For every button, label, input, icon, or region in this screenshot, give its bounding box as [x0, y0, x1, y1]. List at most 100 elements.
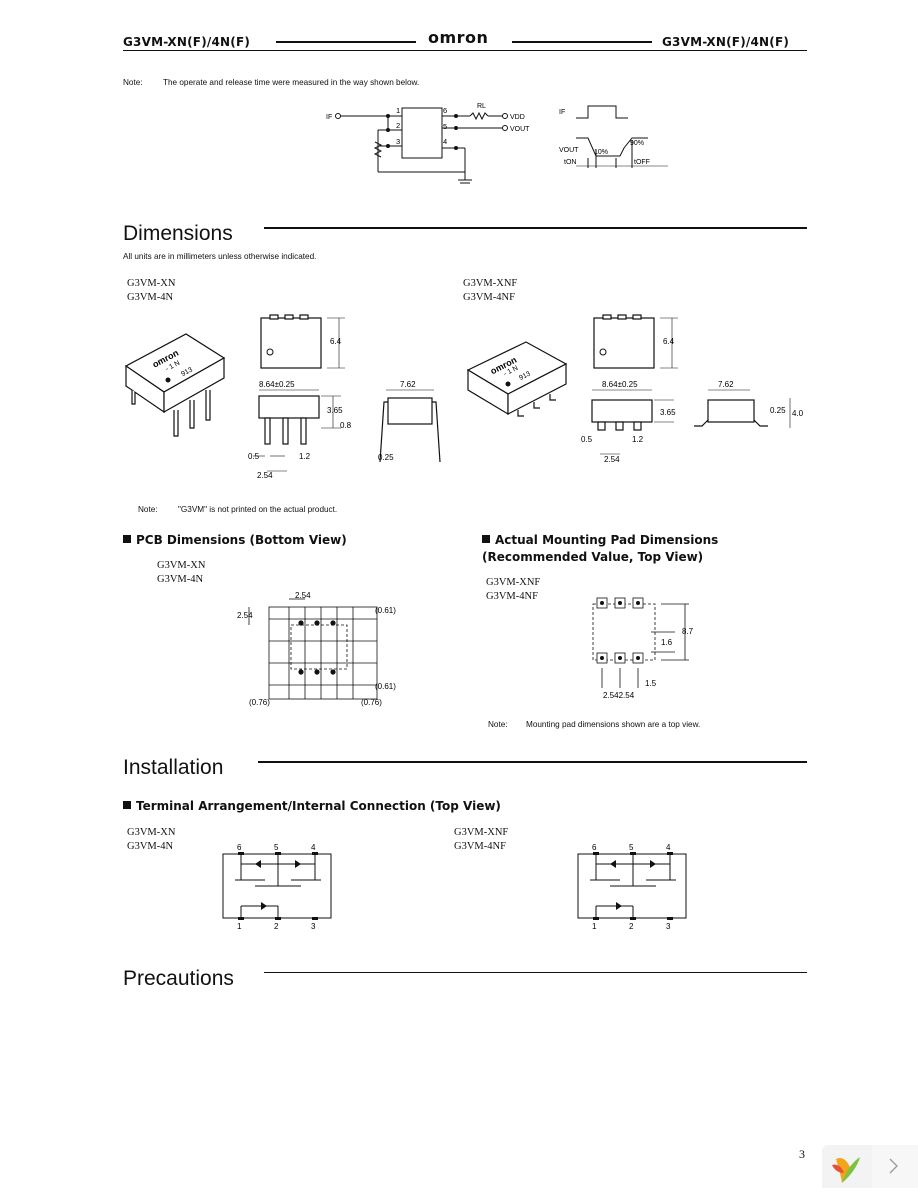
pads-model-2: G3VM-4NF — [486, 591, 538, 602]
inst-right-pin-5: 5 — [629, 843, 634, 852]
inst-right-model-1: G3VM-XNF — [454, 827, 509, 838]
inst-right-pin-6: 6 — [592, 843, 597, 852]
timing-10pct: 10% — [594, 149, 608, 156]
timing-ton-label: tON — [564, 159, 576, 166]
internal-connection-right: 6 5 4 1 2 3 — [577, 843, 687, 931]
inst-left-pin-4: 4 — [311, 843, 316, 852]
smd-top-height: 6.4 — [663, 337, 675, 346]
inst-left-model-2: G3VM-4N — [127, 841, 174, 852]
next-page-button[interactable] — [872, 1145, 918, 1188]
smd-height-side: 3.65 — [660, 408, 676, 417]
circuit-pin-3: 3 — [396, 137, 400, 146]
viewer-logo-button[interactable] — [822, 1145, 872, 1188]
pads-title: Actual Mounting Pad Dimensions — [482, 533, 718, 547]
package-3d-smd: omron - 1 N 913 — [466, 341, 568, 417]
timing-vout-label: VOUT — [559, 147, 579, 154]
circuit-vout-label: VOUT — [510, 126, 530, 133]
inst-left-pin-1: 1 — [237, 922, 242, 931]
pads-bullet — [482, 535, 490, 543]
dip-side-view: 8.64±0.25 3.65 0.8 0.5 1.2 2.54 — [248, 380, 352, 480]
installation-subtitle-text: Terminal Arrangement/Internal Connection… — [136, 799, 501, 813]
inst-right-pin-1: 1 — [592, 922, 597, 931]
pads-model-1: G3VM-XNF — [486, 577, 541, 588]
smd-end-view: 7.62 0.25 4.0 — [694, 380, 804, 428]
smd-pin-gap: 1.2 — [632, 435, 644, 444]
dip-pin-width: 0.5 — [248, 452, 260, 461]
viewer-logo-icon — [832, 1157, 860, 1183]
pcb-bottom-left: (0.76) — [249, 698, 270, 707]
header-left-title: G3VM-XN(F)/4N(F) — [123, 35, 251, 49]
smd-pitch: 2.54 — [604, 455, 620, 464]
smd-total: 4.0 — [792, 409, 804, 418]
pcb-model-2: G3VM-4N — [157, 574, 204, 585]
pcb-top-right: (0.61) — [375, 606, 396, 615]
pcb-pitch-v: 2.54 — [237, 611, 253, 620]
dip-end-view: 7.62 0.25 — [378, 380, 441, 463]
dip-top-height: 6.4 — [330, 337, 342, 346]
smd-thick: 0.25 — [770, 406, 786, 415]
header-underline — [123, 50, 807, 51]
header-rule-right — [512, 41, 652, 43]
package-3d-dip: omron - 1 N 913 — [124, 333, 226, 437]
pcb-pitch: 2.54 — [295, 591, 311, 600]
pcb-title-text: PCB Dimensions (Bottom View) — [136, 533, 347, 547]
smd-pin-width: 0.5 — [581, 435, 593, 444]
dip-height-side: 3.65 — [327, 406, 343, 415]
timing-toff-label: tOFF — [634, 159, 650, 166]
dip-length: 8.64±0.25 — [259, 380, 295, 389]
pcb-bottom-mid: (0.76) — [361, 698, 382, 707]
brand-logo: omron — [428, 28, 489, 47]
pcb-bottom-right: (0.61) — [375, 682, 396, 691]
dimensions-note2: "G3VM" is not printed on the actual prod… — [178, 505, 338, 514]
inst-left-pin-6: 6 — [237, 843, 242, 852]
pcb-title: PCB Dimensions (Bottom View) — [123, 533, 347, 547]
dip-pin-gap: 1.2 — [299, 452, 311, 461]
header-rule-left — [276, 41, 416, 43]
smd-length: 8.64±0.25 — [602, 380, 638, 389]
pads-height: 8.7 — [682, 627, 694, 636]
internal-connection-left: 6 5 4 1 2 3 — [222, 843, 332, 931]
installation-rule — [258, 761, 807, 763]
circuit-vdd-label: VDD — [510, 114, 525, 121]
inst-right-pin-4: 4 — [666, 843, 671, 852]
inst-right-pin-3: 3 — [666, 922, 671, 931]
circuit-pin-6: 6 — [443, 106, 447, 115]
note-text: The operate and release time were measur… — [163, 78, 420, 87]
dip-width: 7.62 — [400, 380, 416, 389]
pcb-bullet — [123, 535, 131, 543]
pcb-diagram: 2.54 2.54 (0.61) (0.61) (0.76) (0.76) — [237, 591, 396, 707]
pads-title-line1: Actual Mounting Pad Dimensions — [495, 533, 719, 547]
chevron-right-icon — [889, 1158, 898, 1174]
timing-if-label: IF — [559, 109, 565, 116]
header-right-title: G3VM-XN(F)/4N(F) — [662, 35, 790, 49]
pads-diagram: 8.7 1.6 1.5 2.542.54 — [592, 597, 694, 700]
circuit-pin-1: 1 — [396, 106, 400, 115]
section-dimensions-title: Dimensions — [123, 222, 233, 245]
dip-pitch: 2.54 — [257, 471, 273, 480]
pads-note: Mounting pad dimensions shown are a top … — [526, 720, 701, 729]
smd-width: 7.62 — [718, 380, 734, 389]
circuit-rl-label: RL — [477, 103, 486, 110]
note-label: Note: — [123, 78, 143, 87]
dim-right-model-1: G3VM-XNF — [463, 278, 518, 289]
dimensions-note: All units are in millimeters unless othe… — [123, 252, 317, 261]
installation-bullet — [123, 801, 131, 809]
inst-left-model-1: G3VM-XN — [127, 827, 176, 838]
dip-top-view: 6.4 — [260, 314, 345, 369]
pads-pad-h: 1.6 — [661, 638, 673, 647]
timing-diagram: IF VOUT 10% 90% tON tOFF — [559, 105, 668, 168]
inst-left-pin-2: 2 — [274, 922, 279, 931]
circuit-pin-5: 5 — [443, 122, 447, 131]
dim-left-model-2: G3VM-4N — [127, 292, 174, 303]
pads-note-label: Note: — [488, 720, 508, 729]
dim-right-model-2: G3VM-4NF — [463, 292, 515, 303]
measurement-circuit: IF 1 2 3 4 5 6 RL VDD VOUT — [326, 103, 530, 184]
inst-left-pin-3: 3 — [311, 922, 316, 931]
section-installation-title: Installation — [123, 756, 224, 779]
circuit-pin-2: 2 — [396, 121, 400, 130]
smd-top-view: 6.4 — [593, 314, 678, 369]
inst-left-pin-5: 5 — [274, 843, 279, 852]
precautions-rule — [264, 972, 807, 973]
circuit-pin-4: 4 — [443, 137, 447, 146]
pkg-left-mark-2: 913 — [180, 366, 194, 378]
